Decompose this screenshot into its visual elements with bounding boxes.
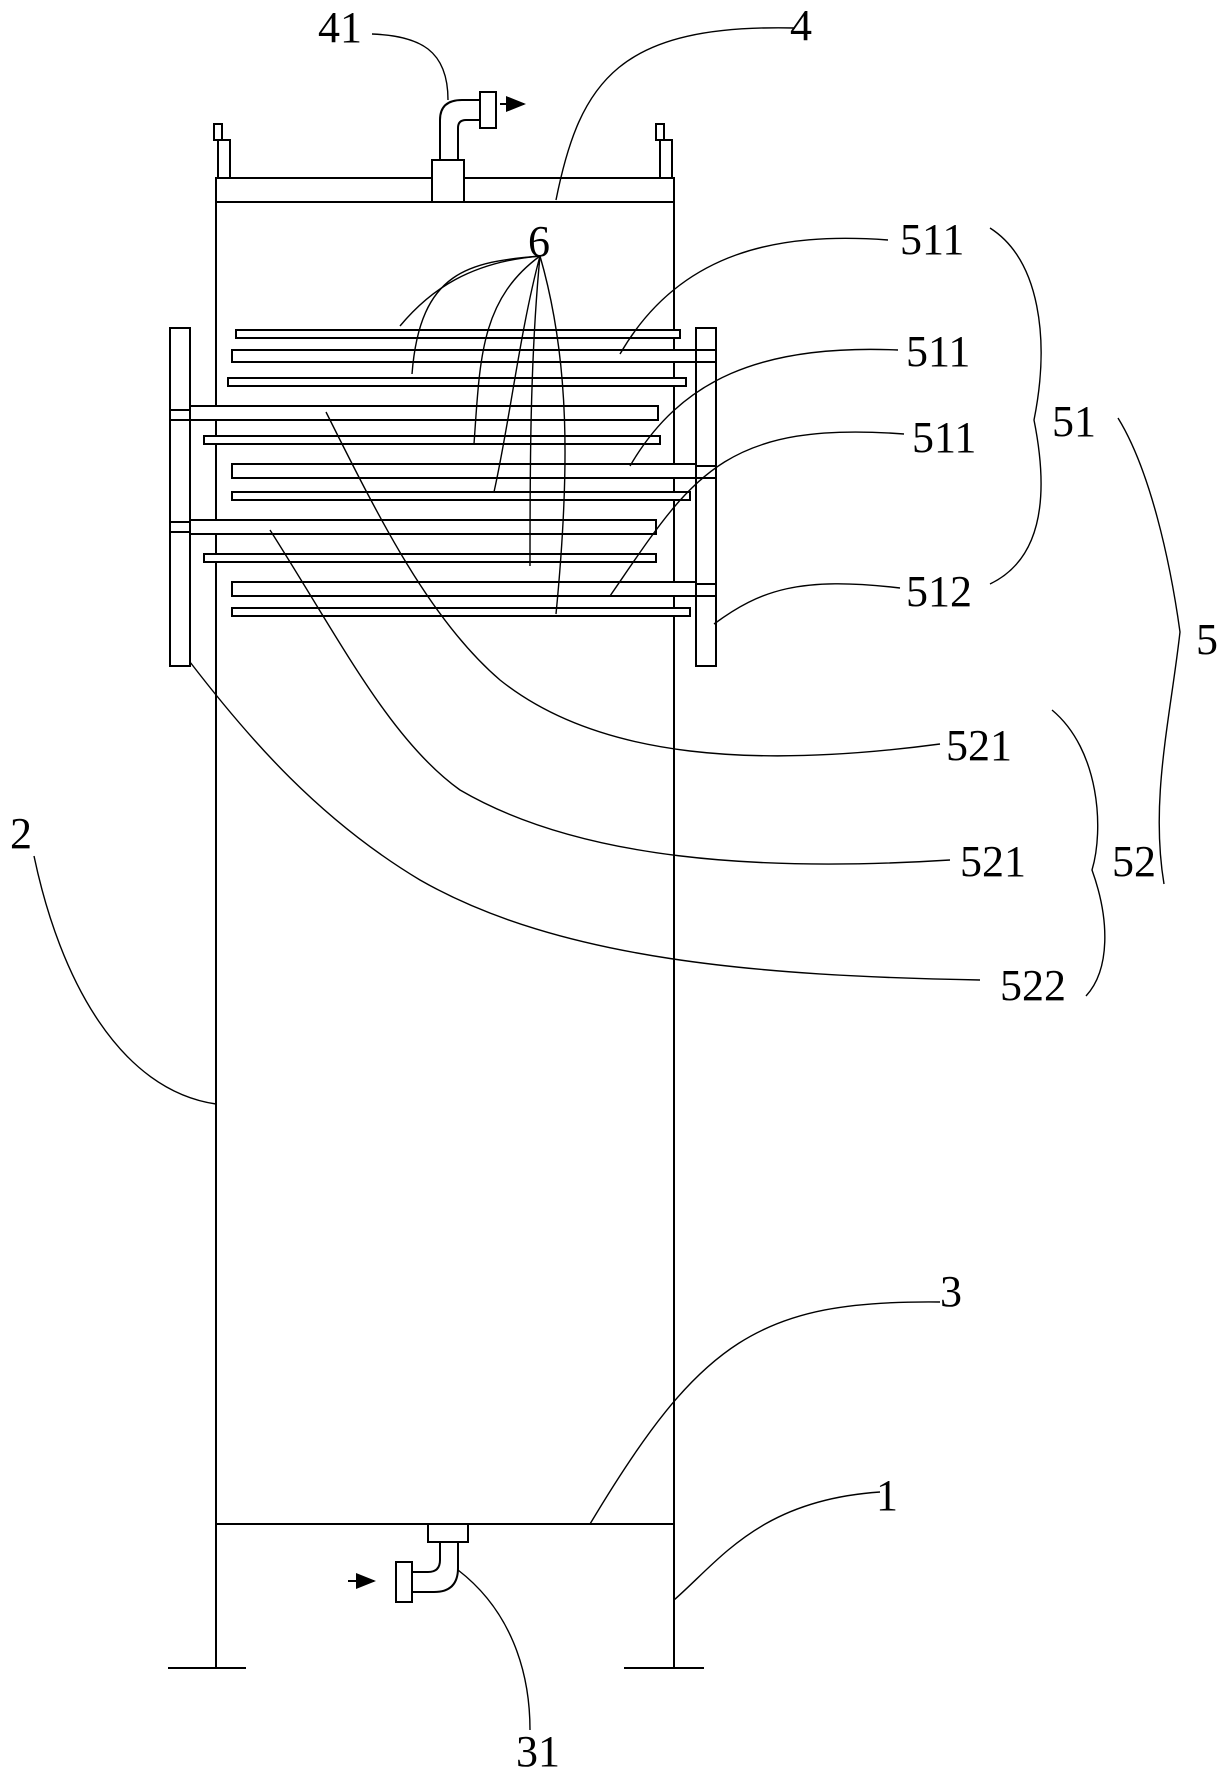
label-51: 51	[1052, 397, 1096, 446]
leader-lines	[33, 27, 981, 1731]
plate	[231, 491, 691, 501]
label-521-b: 521	[960, 837, 1026, 886]
plate	[203, 553, 657, 563]
label-52: 52	[1112, 837, 1156, 886]
plate	[231, 581, 697, 597]
plate	[189, 519, 657, 535]
label-6: 6	[528, 217, 550, 266]
plate	[189, 405, 659, 421]
label-3: 3	[940, 1267, 962, 1316]
label-5: 5	[1196, 615, 1218, 664]
label-41: 41	[318, 3, 362, 52]
reference-labels: 41 4 6 511 511 511 51 512 5 521 521 52 5…	[10, 1, 1218, 1768]
plate	[235, 329, 681, 339]
braces	[989, 227, 1181, 997]
plate	[227, 377, 687, 387]
tube-sheet-right	[695, 327, 717, 667]
outlet-pipe	[431, 91, 526, 203]
plate	[231, 463, 697, 479]
label-522: 522	[1000, 961, 1066, 1010]
plate	[231, 607, 691, 617]
label-1: 1	[876, 1471, 898, 1520]
label-521-a: 521	[946, 721, 1012, 770]
label-511-a: 511	[900, 215, 964, 264]
label-31: 31	[516, 1727, 560, 1768]
label-512: 512	[906, 567, 972, 616]
plate	[203, 435, 661, 445]
label-511-b: 511	[906, 327, 970, 376]
inlet-pipe	[348, 1523, 469, 1603]
label-4: 4	[790, 1, 812, 50]
label-511-c: 511	[912, 413, 976, 462]
plate	[231, 349, 697, 363]
tube-sheet-left	[169, 327, 191, 667]
tube-sheet-rods	[170, 349, 716, 597]
label-2: 2	[10, 809, 32, 858]
heat-exchange-plates	[189, 329, 697, 617]
